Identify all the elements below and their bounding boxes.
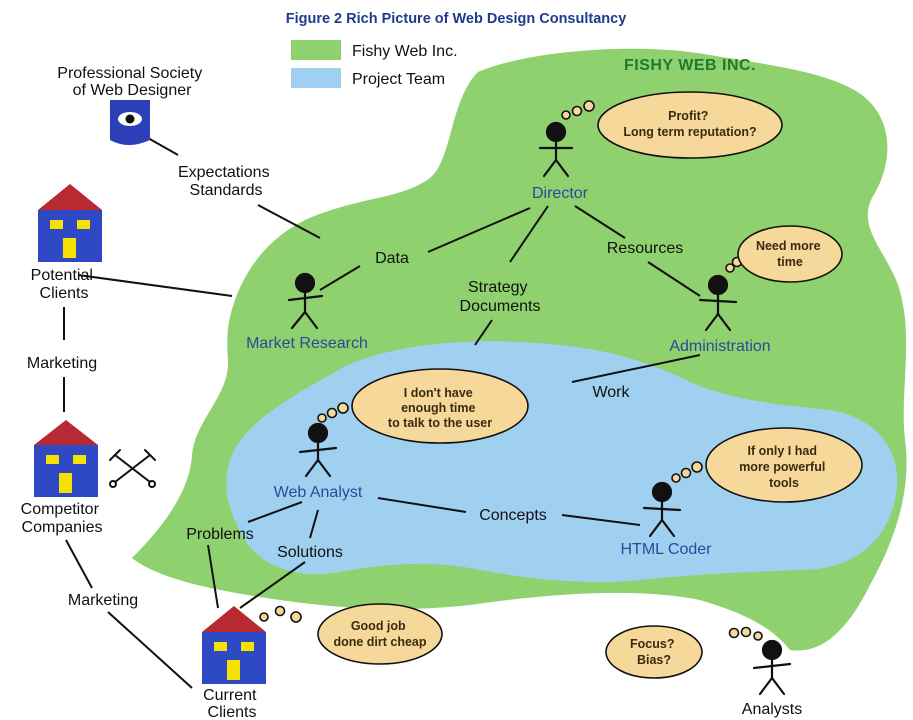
web-analyst-figure-icon [298, 422, 338, 478]
crossed-swords-icon [109, 449, 156, 488]
thought-bubble-web-analyst: I don't have enough time to talk to the … [317, 368, 529, 444]
thought-bubble-director: Profit? Long term reputation? [561, 91, 783, 159]
potential-clients-label: Potential Clients [31, 267, 98, 302]
role-director: Director [532, 185, 589, 202]
svg-text:Profit? Long term reputa: Profit? Long term reputation? [623, 109, 756, 139]
svg-text:If only I had more power: If only I had more powerful tools [739, 444, 829, 490]
house-icon [38, 184, 102, 262]
role-web-analyst: Web Analyst [274, 484, 363, 501]
link-problems: Problems [186, 526, 254, 543]
thought-bubble-current-clients: Good job done dirt cheap [259, 603, 443, 665]
link-data: Data [375, 250, 409, 267]
legend: Fishy Web Inc. Project Team [291, 40, 458, 88]
thought-bubble-analysts: Focus? Bias? [605, 625, 763, 679]
link-strategy-documents: Strategy Documents [460, 279, 541, 315]
role-analysts: Analysts [742, 701, 802, 718]
legend-label-company: Fishy Web Inc. [352, 43, 458, 60]
current-clients-label: Current Clients [203, 687, 261, 720]
thought-bubble-administration: Need more time [725, 225, 843, 283]
analysts-figure-icon [752, 639, 792, 696]
link-expectations-standards: Expectations Standards [178, 164, 274, 199]
connectors [63, 137, 701, 689]
svg-text:Focus? Bias?: Focus? Bias? [630, 637, 678, 667]
legend-label-team: Project Team [352, 71, 445, 88]
competitor-companies-label: Competitor Companies [21, 501, 104, 536]
svg-text:Good job done dirt cheap: Good job done dirt cheap [333, 619, 426, 649]
link-resources: Resources [607, 240, 683, 257]
link-solutions: Solutions [277, 544, 343, 561]
administration-figure-icon [698, 274, 738, 332]
director-figure-icon [538, 121, 574, 178]
link-work: Work [592, 384, 630, 401]
thought-bubble-html-coder: If only I had more powerful tools [671, 427, 863, 503]
link-marketing: Marketing [68, 592, 138, 609]
link-concepts: Concepts [479, 507, 547, 524]
house-icon [202, 606, 266, 684]
legend-swatch-company [291, 40, 341, 60]
house-icon [34, 420, 98, 497]
market-research-figure-icon [287, 272, 324, 330]
legend-swatch-team [291, 68, 341, 88]
society-label: Professional Society of Web Designer [57, 65, 206, 99]
html-coder-figure-icon [642, 481, 682, 538]
figure-title: Figure 2 Rich Picture of Web Design Cons… [286, 11, 627, 27]
svg-text:Need more time: Need more time [756, 239, 824, 269]
role-market-research: Market Research [246, 335, 368, 352]
society-emblem [110, 100, 150, 145]
role-html-coder: HTML Coder [621, 541, 713, 558]
svg-text:I don't have enough time: I don't have enough time to talk to the … [388, 386, 492, 430]
org-label: FISHY WEB INC. [624, 57, 756, 74]
link-marketing: Marketing [27, 355, 97, 372]
role-administration: Administration [669, 338, 770, 355]
